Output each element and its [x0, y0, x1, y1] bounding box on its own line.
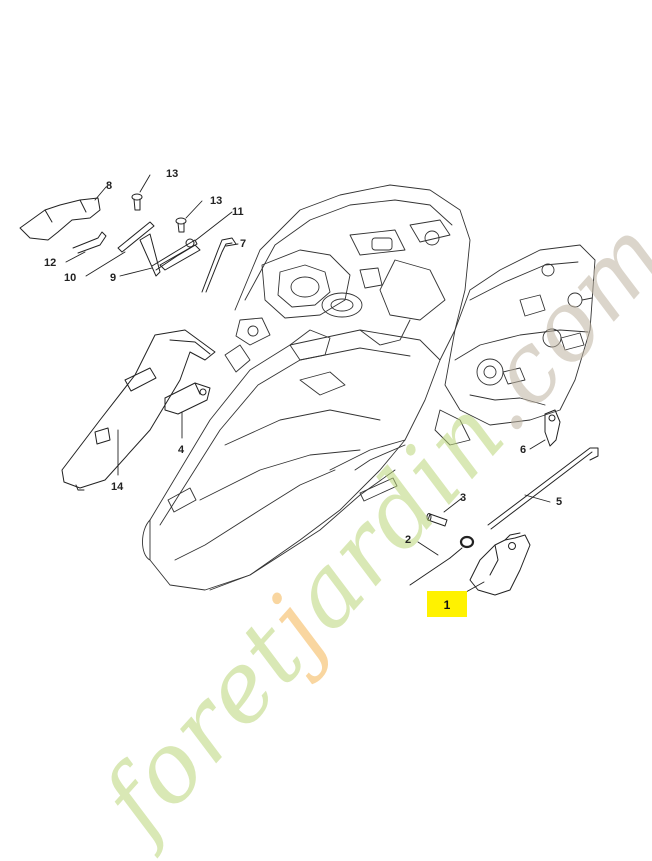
part-10-rod — [117, 221, 155, 253]
part-7-wire — [201, 237, 237, 293]
part-9-link — [139, 233, 198, 277]
callout-12: 12 — [44, 257, 57, 269]
callout-11: 11 — [232, 206, 244, 218]
callout-5: 5 — [556, 496, 563, 508]
callout-1: 1 — [443, 598, 451, 612]
callout-2: 2 — [405, 534, 412, 546]
part-6-pawl — [544, 409, 561, 447]
chainsaw-housing — [142, 184, 596, 591]
part-2-spring — [409, 535, 475, 586]
part-13-screws — [131, 193, 187, 233]
leader-lines — [65, 174, 551, 593]
callout-8: 8 — [106, 180, 113, 192]
callout-3: 3 — [460, 492, 467, 504]
callout-4: 4 — [178, 444, 185, 456]
part-12-clip — [72, 231, 107, 254]
callout-13-lower: 13 — [210, 195, 223, 207]
highlighted-part-callout[interactable]: 1 — [427, 591, 467, 617]
callout-13-top: 13 — [166, 168, 179, 180]
part-1-throttle-trigger — [469, 532, 531, 596]
callout-6: 6 — [520, 444, 527, 456]
part-5-rod — [487, 447, 599, 530]
callout-7: 7 — [240, 238, 247, 250]
callout-14: 14 — [111, 481, 124, 493]
callout-9: 9 — [110, 272, 117, 284]
part-4-bracket — [164, 382, 211, 415]
part-8-lever — [19, 197, 101, 241]
diagram-drawing — [19, 174, 599, 596]
part-3-pin — [426, 513, 448, 527]
exploded-parts-diagram: foretjardin.com 8 13 13 11 7 12 10 9 4 1… — [19, 168, 652, 856]
part-11-lever — [159, 238, 201, 271]
part-14-handle-guard — [61, 329, 216, 491]
callout-10: 10 — [64, 272, 77, 284]
